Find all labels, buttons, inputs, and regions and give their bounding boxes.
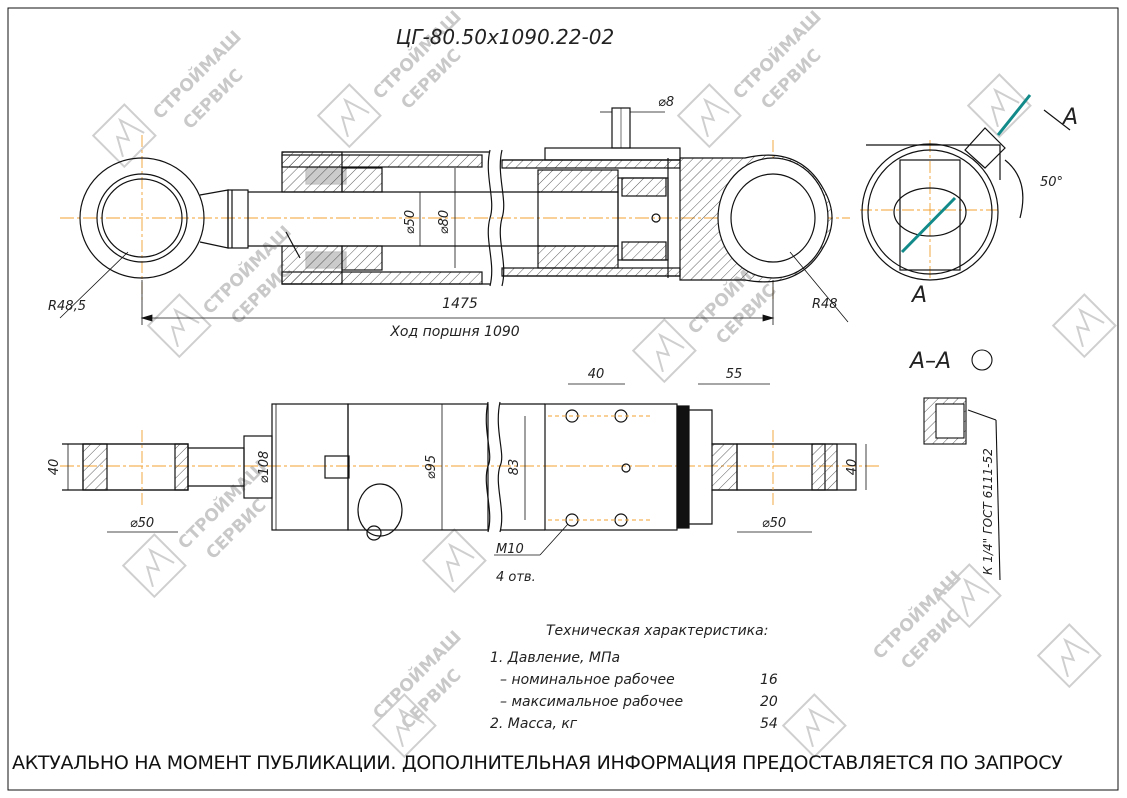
fitting-spec: К 1/4" ГОСТ 6111-52: [981, 448, 995, 575]
dim-pin-bore-left: ⌀50: [130, 516, 154, 531]
dim-rod-diameter: ⌀50: [403, 210, 418, 234]
watermark-layer: СТРОЙМАШ СЕРВИС СТРОЙМАШ СЕРВИС СТРОЙМАШ…: [92, 6, 1117, 758]
section-marker-bottom: A: [910, 283, 927, 308]
dim-bore-diameter: ⌀80: [437, 210, 452, 234]
cylinder-front-view: [60, 107, 850, 300]
specs-heading: Техническая характеристика:: [546, 623, 768, 639]
spec-value: 16: [760, 672, 778, 688]
bottom-dimensions: [67, 383, 867, 556]
spec-label: – максимальное рабочее: [500, 694, 683, 710]
dim-mount-height: 83: [507, 459, 522, 476]
spec-label: 2. Масса, кг: [490, 716, 578, 732]
dim-total-length: 1475: [442, 296, 478, 312]
section-detail: [923, 349, 1001, 581]
end-view: [860, 94, 1071, 281]
dim-eye-width-left: 40: [47, 459, 62, 476]
dim-right-eye-radius: R48: [812, 297, 838, 312]
dim-pin-bore-right: ⌀50: [762, 516, 786, 531]
dim-port-diameter: ⌀8: [658, 95, 674, 110]
spec-label: – номинальное рабочее: [500, 672, 675, 688]
dim-eye-width-right: 40: [845, 459, 860, 476]
top-dimensions: [59, 111, 849, 325]
dim-right-offset: 55: [726, 367, 743, 382]
dim-thread: M10: [496, 542, 524, 557]
dim-left-eye-radius: R48,5: [48, 299, 86, 314]
specifications: Техническая характеристика: 1. Давление,…: [490, 623, 778, 732]
spec-value: 20: [760, 694, 778, 710]
dim-tube-diameter: ⌀95: [424, 455, 439, 479]
sheet-border: [7, 7, 1119, 791]
dim-stroke: Ход поршня 1090: [389, 324, 519, 340]
section-title: А–А: [908, 349, 951, 374]
dim-holes: 4 отв.: [496, 570, 536, 585]
cylinder-top-view: [60, 401, 880, 541]
availability-notice: АКТУАЛЬНО НА МОМЕНТ ПУБЛИКАЦИИ. ДОПОЛНИТ…: [12, 752, 1063, 774]
section-marker-top: A: [1061, 105, 1078, 130]
dim-bolt-spacing: 40: [588, 367, 605, 382]
drawing-title: ЦГ-80.50х1090.22-02: [396, 25, 614, 49]
dim-flange-diameter: ⌀108: [257, 451, 272, 484]
spec-label: 1. Давление, МПа: [490, 650, 620, 666]
dim-angle: 50°: [1040, 175, 1063, 190]
spec-value: 54: [760, 716, 778, 732]
